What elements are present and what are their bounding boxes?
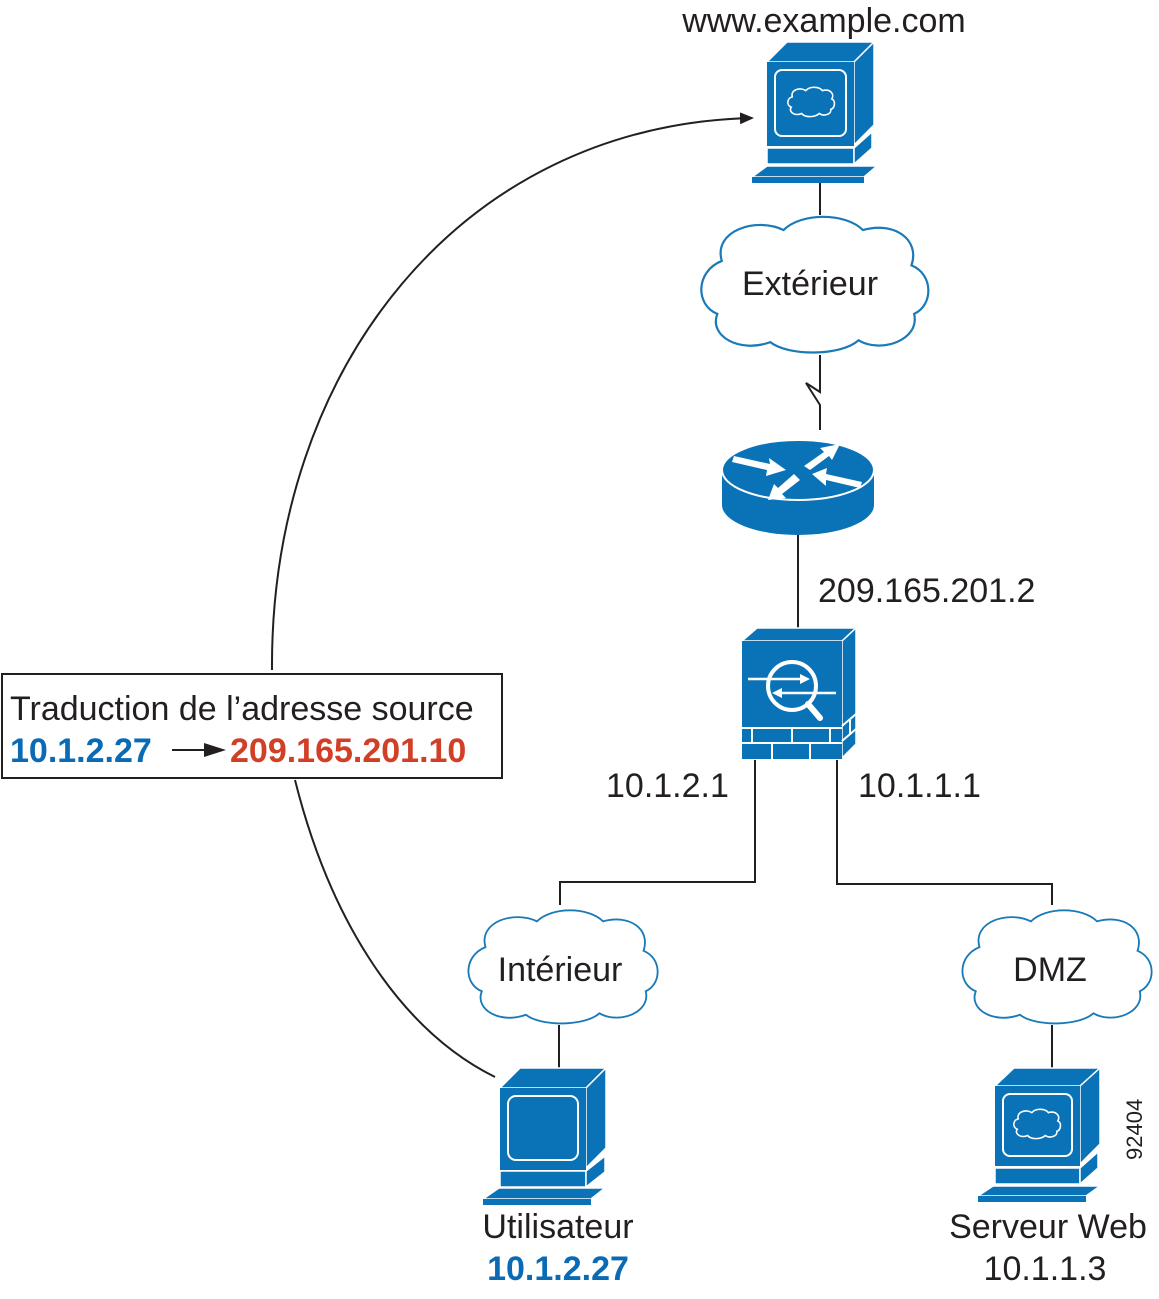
nat-source-ip: 10.1.2.27 — [10, 732, 152, 770]
workstation-icon — [480, 1066, 608, 1205]
server-cloud-icon — [749, 40, 880, 183]
web-server-label: Serveur Web — [949, 1208, 1147, 1246]
web-host-label: www.example.com — [681, 2, 965, 40]
web-server-ip: 10.1.1.3 — [984, 1250, 1107, 1288]
firewall-asa-icon — [739, 626, 858, 760]
firewall-dmz-ip: 10.1.1.1 — [858, 767, 981, 805]
firewall-outside-ip: 209.165.201.2 — [818, 572, 1035, 610]
inside-cloud-label: Intérieur — [498, 951, 623, 989]
link-firewall-to-inside — [559, 760, 756, 905]
nat-arrowhead — [204, 743, 226, 757]
nat-flow-arc-lower — [294, 779, 496, 1078]
link-outside-to-router — [805, 355, 821, 430]
link-firewall-to-dmz — [836, 760, 1053, 905]
dmz-cloud-label: DMZ — [1013, 951, 1087, 989]
nat-translated-ip: 209.165.201.10 — [230, 732, 466, 770]
nat-box-title: Traduction de l’adresse source — [10, 690, 474, 728]
user-ip: 10.1.2.27 — [487, 1250, 629, 1288]
router-icon — [721, 439, 875, 535]
firewall-inside-ip: 10.1.2.1 — [606, 767, 729, 805]
user-label: Utilisateur — [482, 1208, 633, 1246]
server-cloud-icon — [975, 1066, 1103, 1202]
nat-flow-arc-upper — [270, 112, 754, 671]
outside-cloud-label: Extérieur — [742, 265, 878, 303]
figure-id: 92404 — [1122, 1099, 1147, 1160]
nat-translation-box: Traduction de l’adresse source 10.1.2.27… — [1, 673, 503, 779]
